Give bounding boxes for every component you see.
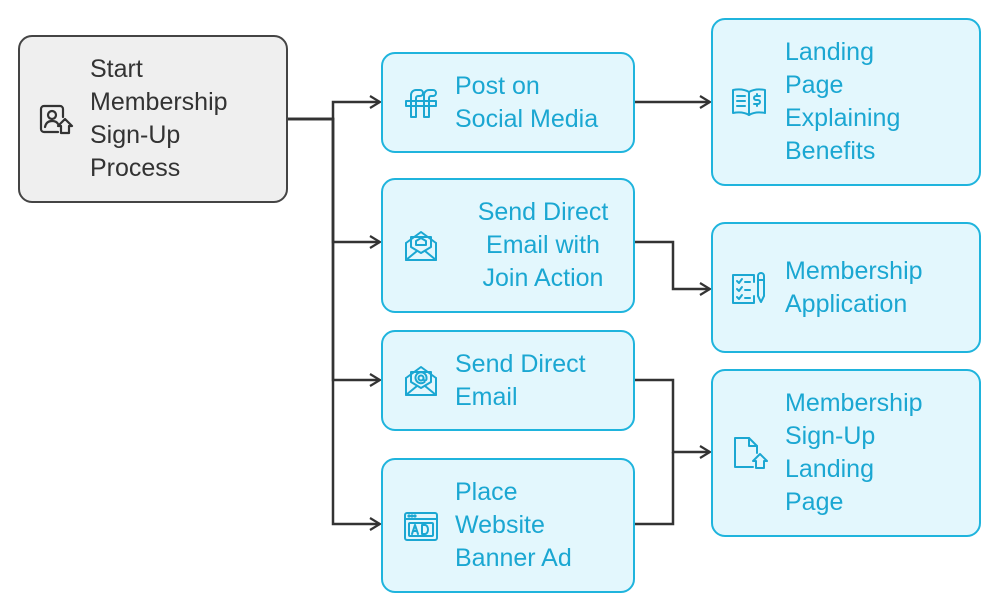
connector-direct-email-to-signup-landing — [635, 378, 710, 452]
connector-start-to-banner-ad — [288, 117, 380, 524]
book-dollar-icon — [727, 80, 771, 124]
start-node-label: Start Membership Sign-Up Process — [90, 55, 228, 182]
email-at-icon — [399, 359, 443, 403]
page-upload-icon — [727, 431, 771, 475]
direct-email-join-label: Send Direct Email with Join Action — [477, 198, 609, 292]
landing-benefits-node: Landing Page Explaining Benefits — [711, 18, 981, 186]
social-media-icon — [399, 81, 443, 125]
connector-email-join-to-application — [635, 240, 710, 289]
membership-application-node: Membership Application — [711, 222, 981, 353]
landing-benefits-label: Landing Page Explaining Benefits — [785, 38, 901, 165]
checklist-pen-icon — [727, 266, 771, 310]
banner-ad-label: Place Website Banner Ad — [455, 478, 572, 572]
signup-landing-node: Membership Sign-Up Landing Page — [711, 369, 981, 537]
user-upload-icon — [34, 97, 78, 141]
ad-banner-icon — [399, 504, 443, 548]
direct-email-join-node: Send Direct Email with Join Action — [381, 178, 635, 313]
direct-email-node: Send Direct Email — [381, 330, 635, 431]
membership-application-label: Membership Application — [785, 256, 923, 318]
email-home-icon — [399, 224, 443, 268]
signup-landing-label: Membership Sign-Up Landing Page — [785, 389, 923, 516]
direct-email-label: Send Direct Email — [455, 349, 586, 411]
banner-ad-node: Place Website Banner Ad — [381, 458, 635, 593]
social-media-label: Post on Social Media — [455, 71, 599, 133]
social-media-node: Post on Social Media — [381, 52, 635, 153]
connector-start-to-social — [288, 102, 380, 121]
connector-banner-ad-to-signup-landing — [635, 452, 675, 526]
start-node: Start Membership Sign-Up Process — [18, 35, 288, 203]
